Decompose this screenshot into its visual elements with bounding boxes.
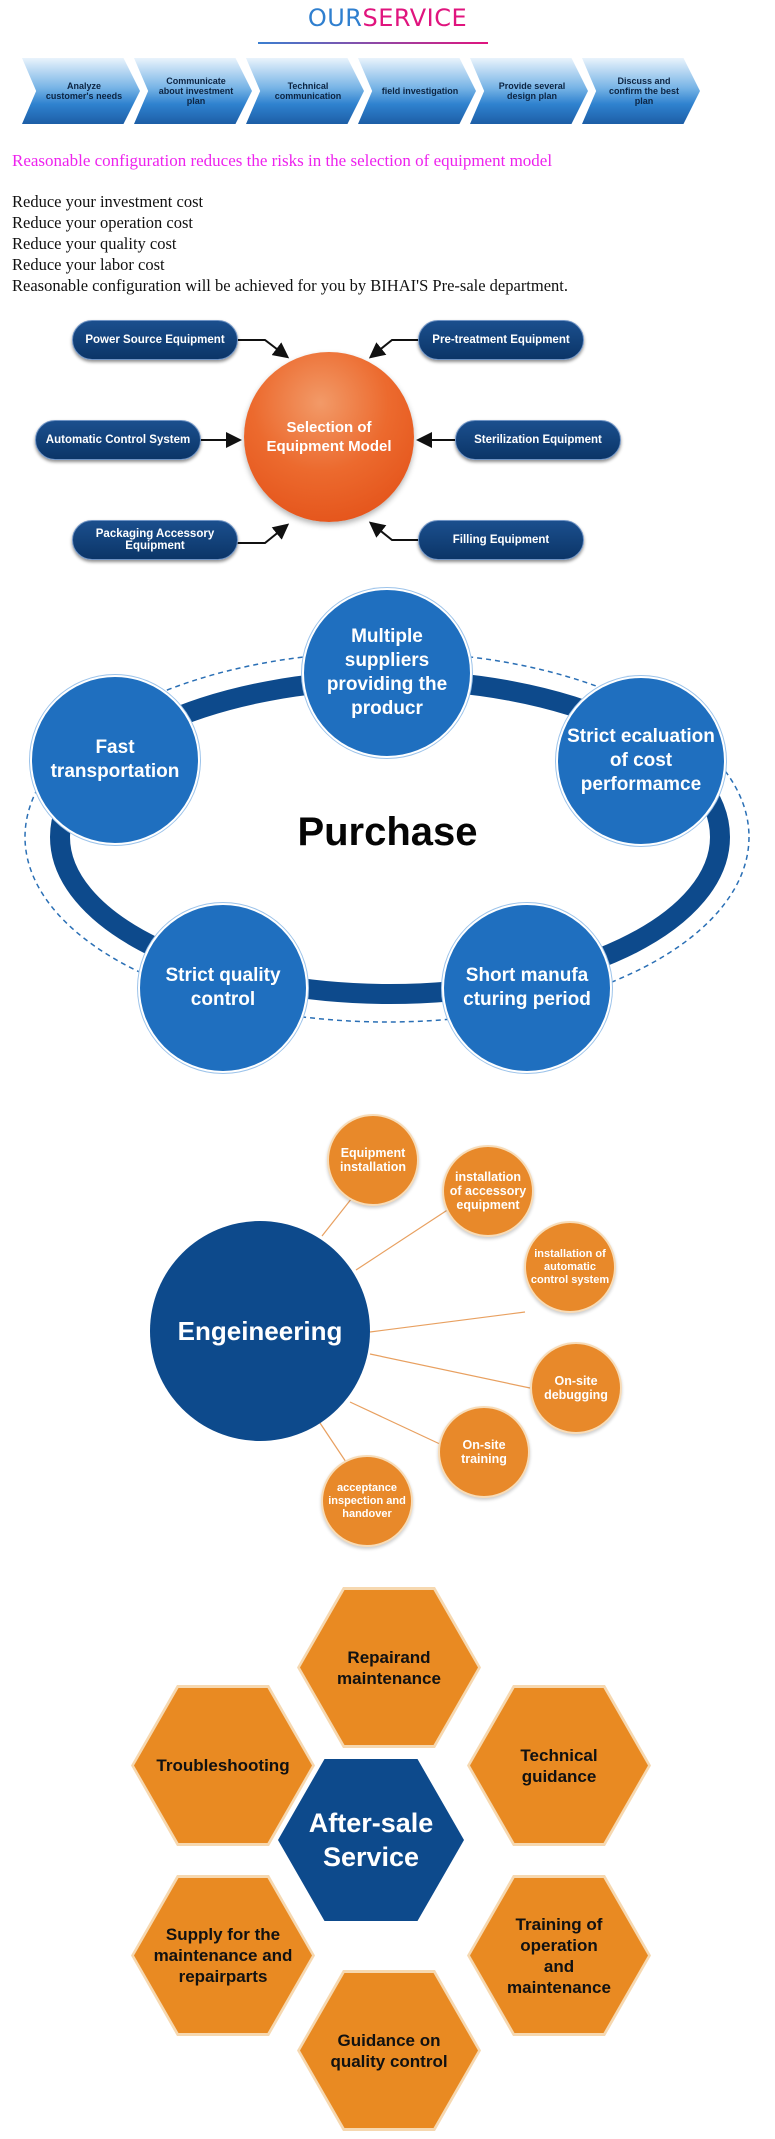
process-step-4: field investigation (358, 58, 476, 124)
engineering-connectors (317, 1197, 531, 1463)
engineering-item-acceptance: acceptance inspection and handover (321, 1455, 413, 1547)
section-title: OURSERVICE (0, 4, 775, 32)
process-step-2: Communicate about investment plan (134, 58, 252, 124)
aftersale-item-training: Training of operation and maintenance (470, 1878, 648, 2033)
title-our: OUR (307, 4, 363, 32)
aftersale-diagram: Repairand maintenance Technical guidance… (0, 1575, 775, 2131)
aftersale-item-quality: Guidance on quality control (300, 1973, 478, 2128)
intro-headline: Reasonable configuration reduces the ris… (12, 151, 553, 170)
selection-center: Selection of Equipment Model (244, 352, 414, 522)
benefit-list: Reduce your investment cost Reduce your … (12, 191, 568, 296)
engineering-item-debugging: On-site debugging (530, 1342, 622, 1434)
selection-item-packaging: Packaging Accessory Equipment (72, 520, 238, 560)
title-service: SERVICE (362, 4, 468, 32)
aftersale-item-troubleshooting: Troubleshooting (134, 1688, 312, 1843)
selection-item-control: Automatic Control System (35, 420, 201, 460)
engineering-item-training: On-site training (438, 1406, 530, 1498)
purchase-item-transport: Fast transportation (30, 675, 200, 845)
selection-item-sterilization: Sterilization Equipment (455, 420, 621, 460)
aftersale-center: After-sale Service (278, 1759, 464, 1921)
process-step-5: Provide several design plan (470, 58, 588, 124)
purchase-diagram: Multiple suppliers providing the producr… (0, 585, 775, 1075)
process-step-1: Analyze customer's needs (22, 58, 140, 124)
aftersale-item-repair: Repairand maintenance (300, 1590, 478, 1745)
aftersale-item-supply: Supply for the maintenance and repairpar… (134, 1878, 312, 2033)
engineering-item-installation: Equipment installation (327, 1114, 419, 1206)
selection-diagram: Power Source Equipment Pre-treatment Equ… (0, 300, 775, 580)
aftersale-item-technical: Technical guidance (470, 1688, 648, 1843)
selection-item-pretreatment: Pre-treatment Equipment (418, 320, 584, 360)
engineering-item-automatic: installation of automatic control system (524, 1221, 616, 1313)
benefit-item: Reasonable configuration will be achieve… (12, 276, 569, 295)
benefit-item: Reduce your quality cost (12, 234, 177, 253)
title-underline (258, 42, 488, 44)
selection-arrows (200, 339, 455, 544)
engineering-item-accessory: installation of accessory equipment (442, 1145, 534, 1237)
process-flow: Analyze customer's needs Communicate abo… (22, 58, 702, 124)
benefit-item: Reduce your labor cost (12, 255, 165, 274)
purchase-item-cost: Strict ecaluation of cost performamce (556, 676, 726, 846)
purchase-item-quality: Strict quality control (138, 903, 308, 1073)
selection-item-power: Power Source Equipment (72, 320, 238, 360)
benefit-item: Reduce your investment cost (12, 192, 204, 211)
purchase-item-period: Short manufa cturing period (442, 903, 612, 1073)
selection-item-filling: Filling Equipment (418, 520, 584, 560)
purchase-item-suppliers: Multiple suppliers providing the producr (302, 588, 472, 758)
purchase-title: Purchase (297, 810, 478, 854)
engineering-center: Engeineering (150, 1221, 370, 1441)
benefit-item: Reduce your operation cost (12, 213, 193, 232)
engineering-diagram: Engeineering Equipment installation inst… (0, 1100, 775, 1547)
process-step-6: Discuss and confirm the best plan (582, 58, 700, 124)
process-step-3: Technical communication (246, 58, 364, 124)
